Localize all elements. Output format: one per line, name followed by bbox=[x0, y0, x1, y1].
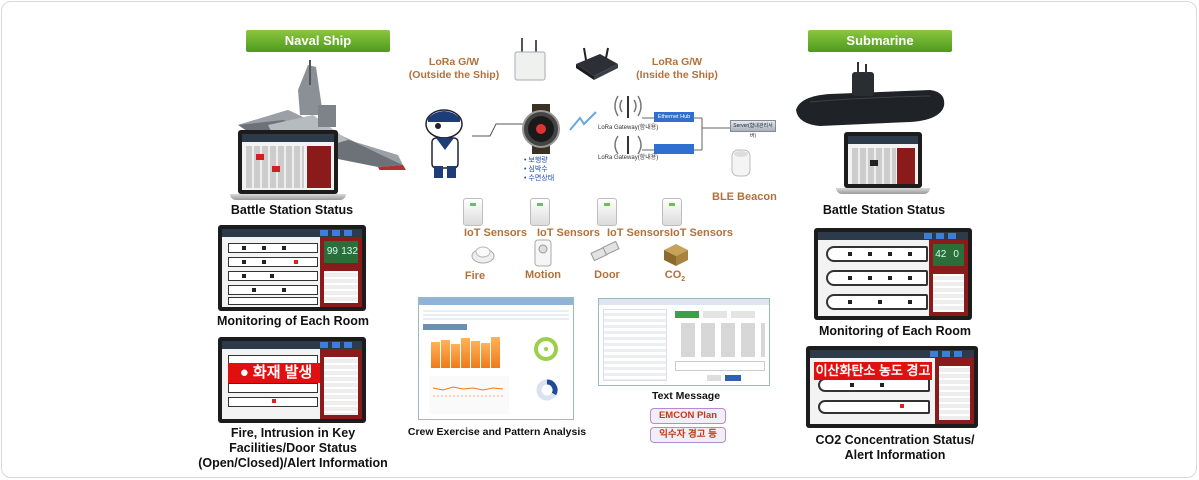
lora-gateway-1-icon bbox=[614, 95, 642, 118]
naval-monitoring-screen: 99 132 bbox=[218, 225, 366, 311]
watch-status-item: • 심박수 bbox=[524, 166, 548, 173]
ethernet-hub-box: Ethernet Hub bbox=[654, 112, 694, 122]
server-box: Server(함내관리서버) bbox=[730, 120, 776, 139]
crew-donut-blue-icon bbox=[536, 379, 558, 401]
co2-sensor-icon bbox=[664, 244, 688, 266]
sub-laptop-base bbox=[836, 188, 930, 194]
lora-outside-label: LoRa G/W (Outside the Ship) bbox=[398, 56, 510, 82]
lora-outside-line1: LoRa G/W bbox=[428, 56, 480, 68]
iot-sensors-label: IoT Sensors bbox=[537, 227, 600, 239]
naval-ship-tag: Naval Ship bbox=[246, 30, 390, 52]
naval-fire-caption-line3: (Open/Closed)/Alert Information bbox=[198, 456, 388, 470]
sailor-mascot-icon bbox=[425, 109, 463, 178]
wireless-signal-icon bbox=[569, 111, 597, 131]
watch-status-item: • 수면상태 bbox=[524, 175, 555, 182]
door-sensor-icon bbox=[590, 240, 620, 262]
sub-co2-caption-line1: CO2 Concentration Status/ bbox=[815, 433, 975, 447]
ble-beacon-icon bbox=[731, 149, 751, 177]
lora-inside-line1: LoRa G/W bbox=[651, 56, 703, 68]
lora-gateway-2-icon bbox=[614, 135, 642, 155]
sub-co2-caption-line2: Alert Information bbox=[844, 448, 946, 462]
gateway-connectors bbox=[642, 117, 730, 151]
lora-inside-label: LoRa G/W (Inside the Ship) bbox=[622, 56, 732, 82]
lora-gateway-1-label: LoRa Gateway(함내용) bbox=[598, 125, 659, 131]
iot-sensors-label: IoT Sensors bbox=[464, 227, 527, 239]
sub-laptop-screen bbox=[844, 132, 922, 188]
co2-label-text: CO bbox=[664, 269, 682, 281]
door-label: Door bbox=[594, 269, 620, 281]
naval-monitoring-caption: Monitoring of Each Room bbox=[216, 314, 370, 328]
lora-outside-gateway-icon bbox=[514, 38, 546, 81]
sub-co2-caption: CO2 Concentration Status/ Alert Informat… bbox=[800, 433, 990, 463]
crew-bar-chart bbox=[429, 334, 505, 368]
iot-sensor-icon bbox=[597, 198, 617, 226]
sub-room-count-b: 0 bbox=[948, 244, 964, 266]
naval-fire-alert: ● 화재 발생 bbox=[228, 363, 324, 383]
ethernet-hub-box-2 bbox=[654, 144, 694, 154]
naval-fire-screen: ● 화재 발생 bbox=[218, 337, 366, 423]
motion-label: Motion bbox=[524, 269, 562, 281]
iot-sensors-label: IoT Sensors bbox=[607, 227, 670, 239]
naval-fire-caption: Fire, Intrusion in Key Facilities/Door S… bbox=[186, 426, 400, 471]
fire-label: Fire bbox=[464, 270, 486, 282]
crew-exercise-caption: Crew Exercise and Pattern Analysis bbox=[407, 426, 587, 438]
submarine-image bbox=[796, 62, 945, 126]
sub-battle-station-caption: Battle Station Status bbox=[822, 203, 946, 217]
iot-sensor-icon bbox=[530, 198, 550, 226]
naval-fire-caption-line2: Facilities/Door Status bbox=[229, 441, 357, 455]
watch-status-item: • 보행량 bbox=[524, 157, 548, 164]
sub-monitoring-screen: 42 0 bbox=[814, 228, 972, 320]
sub-co2-alert: 이산화탄소 농도 경고 bbox=[814, 362, 932, 380]
naval-laptop-screen bbox=[238, 130, 338, 194]
watch-status-list: • 보행량 • 심박수 • 수면상태 bbox=[524, 156, 554, 183]
iot-sensor-icon bbox=[463, 198, 483, 226]
drowning-alert-button[interactable]: 익수자 경고 등 bbox=[650, 427, 726, 443]
fire-sensor-icon bbox=[471, 246, 495, 264]
smartwatch-icon bbox=[522, 104, 560, 154]
lora-outside-line2: (Outside the Ship) bbox=[408, 69, 500, 81]
crew-exercise-window bbox=[418, 297, 574, 420]
crew-donut-green-icon bbox=[534, 337, 558, 361]
naval-room-count-a: 99 bbox=[324, 241, 341, 263]
mascot-watch-connector bbox=[472, 123, 526, 137]
lora-inside-gateway-icon bbox=[576, 47, 618, 80]
iot-sensors-label: IoT Sensors bbox=[670, 227, 733, 239]
sub-room-count-a: 42 bbox=[933, 244, 949, 266]
naval-fire-caption-line1: Fire, Intrusion in Key bbox=[230, 426, 356, 440]
lora-inside-line2: (Inside the Ship) bbox=[636, 69, 718, 81]
text-message-caption: Text Message bbox=[651, 390, 721, 402]
text-message-window bbox=[598, 298, 770, 386]
ble-beacon-label: BLE Beacon bbox=[712, 191, 777, 203]
iot-sensor-icon bbox=[662, 198, 682, 226]
naval-battle-station-caption: Battle Station Status bbox=[230, 203, 354, 217]
naval-room-count-b: 132 bbox=[341, 241, 358, 263]
crew-line-chart bbox=[429, 376, 509, 414]
lora-gateway-2-label: LoRa Gateway(함내용) bbox=[598, 155, 659, 161]
naval-laptop-base bbox=[230, 194, 346, 200]
sub-monitoring-caption: Monitoring of Each Room bbox=[818, 324, 972, 338]
emcon-plan-button[interactable]: EMCON Plan bbox=[650, 408, 726, 424]
co2-label-sub: 2 bbox=[681, 276, 686, 284]
submarine-tag: Submarine bbox=[808, 30, 952, 52]
sub-co2-screen: 이산화탄소 농도 경고 bbox=[806, 346, 978, 428]
co2-label: CO2 bbox=[660, 269, 690, 283]
motion-sensor-icon bbox=[534, 239, 552, 267]
